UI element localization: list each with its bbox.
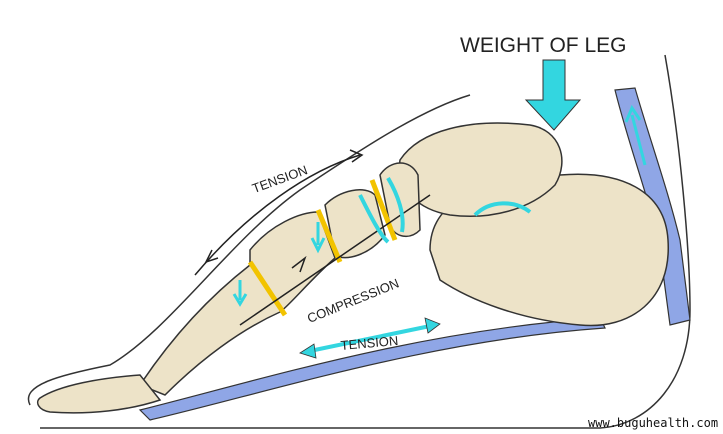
plantar-fascia — [138, 317, 606, 421]
talus-bone — [398, 122, 563, 217]
rotation-arrow-icon — [473, 201, 532, 217]
joint-arrow-icon — [232, 280, 248, 307]
joint-3 — [369, 179, 398, 241]
upper-tension-arc — [194, 154, 361, 276]
phalanx-bones — [37, 374, 162, 414]
metatarsal-bone — [138, 211, 336, 396]
weight-of-leg-label: WEIGHT OF LEG — [460, 34, 627, 57]
lower-tension-arrowheads — [299, 317, 441, 359]
joint-1 — [247, 260, 288, 317]
upper-tension-arrowhead — [204, 149, 364, 264]
lower-tension-arrow — [304, 323, 436, 354]
rotation-arrow-icon — [358, 176, 405, 244]
cuneiform-bone — [324, 189, 386, 259]
skin-outline — [27, 54, 691, 429]
joint-arrow-icon — [310, 222, 326, 254]
watermark: www.buguhealth.com — [588, 416, 719, 430]
achilles-arrow-icon — [624, 104, 647, 166]
weight-arrow-icon — [524, 59, 582, 131]
compression-line — [239, 194, 431, 326]
joint-2 — [315, 209, 343, 263]
compression-arrowhead — [291, 255, 307, 273]
